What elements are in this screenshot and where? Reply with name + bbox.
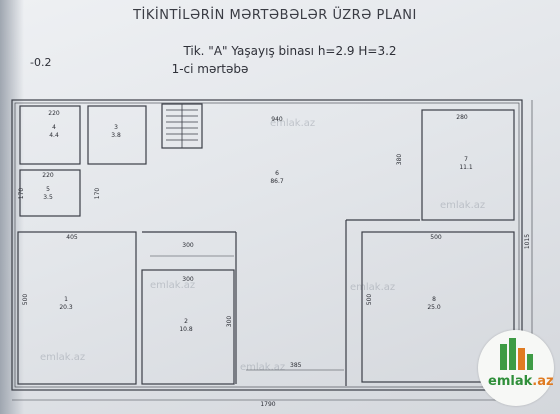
side-dim-e: 170 — [18, 187, 26, 200]
room-4-number: 4 — [52, 124, 56, 131]
brand-badge: emlak.az — [478, 330, 554, 406]
watermark-text: emlak.az — [440, 200, 486, 211]
side-dim-d: 500 — [366, 293, 374, 306]
room-1-area: 20.3 — [59, 304, 73, 311]
corridor-dim: 300 — [182, 276, 194, 283]
room-1-number: 1 — [64, 296, 68, 303]
watermark-text: emlak.az — [150, 280, 196, 291]
room-6-width: 940 — [271, 116, 283, 123]
room-7-outline — [421, 109, 515, 221]
room-7-number: 7 — [464, 156, 468, 163]
room-6-area: 86.7 — [270, 178, 284, 185]
room-1-width: 405 — [66, 234, 78, 241]
floor-label: 1-ci mərtəbə — [171, 62, 249, 76]
room-7-label: 7 11.1 — [456, 156, 476, 172]
room-8-number: 8 — [432, 296, 436, 303]
room-4-label: 220 4 4.4 — [44, 110, 64, 140]
room-5-area: 3.5 — [43, 194, 53, 201]
room-1-label: 1 20.3 — [56, 296, 76, 312]
room-4-outline — [19, 105, 81, 165]
side-dim-b: 300 — [226, 315, 234, 328]
watermark-text: emlak.az — [350, 282, 396, 293]
room-7-width: 280 — [456, 114, 468, 121]
side-dim-a: 380 — [396, 153, 404, 166]
room-5-number: 5 — [46, 186, 50, 193]
room-3-number: 3 — [114, 124, 118, 131]
brand-logo-text: emlak.az — [488, 374, 554, 389]
room-2-outline — [141, 269, 235, 385]
side-dim-f: 170 — [94, 187, 102, 200]
room-2-number: 2 — [184, 318, 188, 325]
watermark-text: emlak.az — [40, 352, 86, 363]
level-mark: -0.2 — [30, 56, 52, 69]
total-width-dim: 1790 — [260, 401, 276, 408]
room-5-outline — [19, 169, 81, 217]
total-height-dim: 1015 — [524, 233, 532, 250]
room-8-label: 8 25.0 — [424, 296, 444, 312]
room-2-label: 2 10.8 — [176, 318, 196, 334]
bottom-mid-dim: 385 — [290, 362, 302, 369]
room-8-area: 25.0 — [427, 304, 441, 311]
room-2-area: 10.8 — [179, 326, 193, 333]
watermark-text: emlak.az — [240, 362, 286, 373]
room-8-outline — [361, 231, 515, 383]
room-3-outline — [87, 105, 147, 165]
watermark-text: emlak.az — [270, 118, 316, 129]
room-3-label: 3 3.8 — [106, 124, 126, 140]
room-4-area: 4.4 — [49, 132, 59, 139]
plan-title: TİKİNTİLƏRİN MƏRTƏBƏLƏR ÜZRƏ PLANI — [133, 8, 417, 23]
room-2-width: 300 — [182, 242, 194, 249]
outer-wall — [11, 99, 523, 391]
room-4-width: 220 — [48, 110, 60, 117]
room-6-label: 6 86.7 — [266, 170, 288, 186]
room-7-area: 11.1 — [459, 164, 473, 171]
building-subtitle: Tik. "A" Yaşayış binası h=2.9 H=3.2 — [183, 44, 397, 58]
side-dim-c: 500 — [22, 293, 30, 306]
buildings-icon — [500, 338, 533, 370]
room-8-width: 500 — [430, 234, 442, 241]
room-3-area: 3.8 — [111, 132, 121, 139]
room-5-width: 220 — [42, 172, 54, 179]
room-5-label: 220 5 3.5 — [38, 172, 58, 202]
room-6-number: 6 — [275, 170, 279, 177]
room-1-outline — [17, 231, 137, 385]
